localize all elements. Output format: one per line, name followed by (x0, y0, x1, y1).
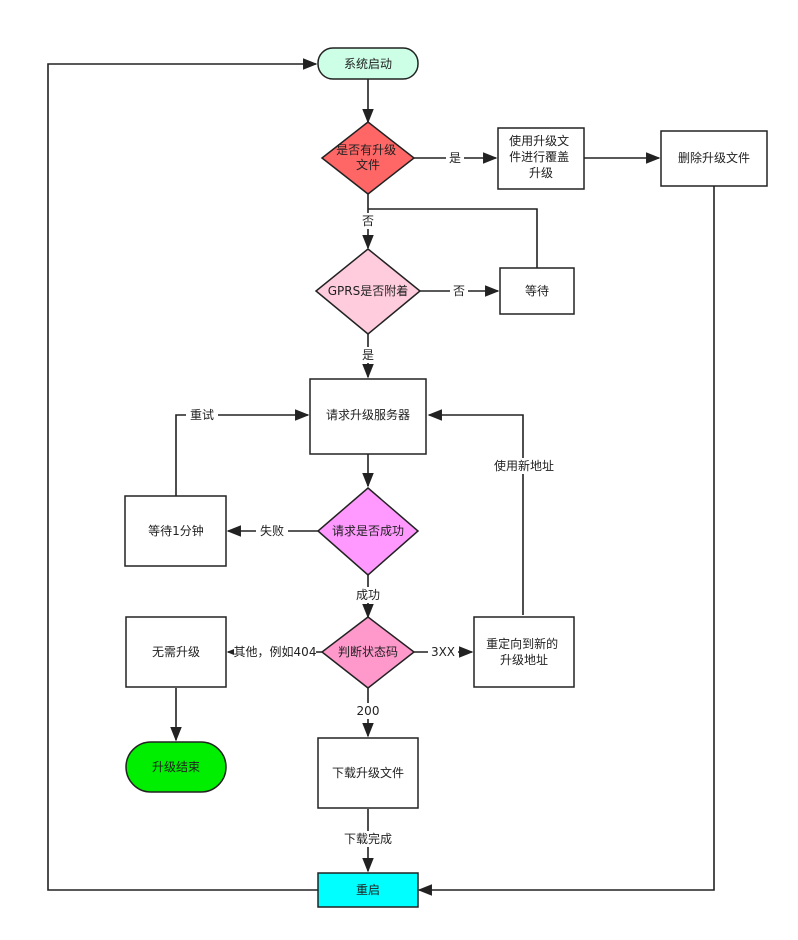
edge-wait-loop (368, 208, 538, 268)
wait-label: 等待 (525, 284, 549, 298)
edge-delete-to-reboot (417, 186, 715, 896)
status-code-label: 判断状态码 (338, 644, 398, 659)
label-200: 200 (357, 704, 380, 718)
redirect-label: 重定向到新的 升级地址 (486, 636, 562, 667)
label-use-new-address: 使用新地址 (494, 458, 554, 473)
no-upgrade-process (125, 616, 227, 688)
redirect-process (473, 616, 575, 688)
edge-retry-loop (175, 409, 310, 496)
label-yes-upgrade: 是 (449, 151, 461, 165)
label-retry: 重试 (190, 407, 214, 422)
nodes: 系统启动 是否有升级 文件 使用升级文 件进行覆盖 升级 删除升级文件 GPRS… (124, 47, 768, 908)
request-ok-decision (316, 487, 420, 576)
edge-new-address-loop (427, 409, 524, 615)
wait-process (499, 267, 575, 315)
delete-file-label: 删除升级文件 (678, 150, 750, 165)
upgrade-end-node (125, 741, 227, 793)
label-no-upgrade: 否 (362, 214, 374, 228)
label-other-404: 其他，例如404 (234, 644, 317, 659)
label-gprs-no: 否 (453, 284, 465, 298)
wait-1min-label: 等待1分钟 (148, 523, 204, 538)
has-upgrade-label: 是否有升级 文件 (336, 143, 400, 172)
status-code-decision (320, 616, 416, 689)
overwrite-process (497, 127, 585, 190)
label-download-done: 下载完成 (344, 831, 392, 846)
start-node (317, 47, 419, 80)
reboot-label: 重启 (356, 883, 380, 897)
edge-reboot-loop (47, 58, 318, 891)
start-node-label: 系统启动 (344, 57, 392, 71)
label-3xx: 3XX (431, 645, 455, 659)
label-gprs-yes: 是 (362, 348, 374, 362)
edge-labels: 是 否 否 是 重试 失败 使用新地址 成功 其他，例如404 3XX 200 … (186, 150, 558, 847)
upgrade-end-label: 升级结束 (152, 760, 200, 774)
download-label: 下载升级文件 (332, 765, 404, 780)
gprs-label: GPRS是否附着 (328, 283, 409, 298)
download-process (317, 737, 419, 809)
reboot-node (317, 872, 419, 908)
has-upgrade-decision (320, 121, 416, 195)
request-server-label: 请求升级服务器 (326, 407, 410, 422)
wait-1min-process (124, 495, 227, 567)
label-success: 成功 (356, 588, 380, 602)
overwrite-label: 使用升级文 件进行覆盖 升级 (509, 133, 573, 180)
gprs-decision (314, 248, 422, 335)
request-ok-label: 请求是否成功 (332, 524, 404, 538)
request-server-process (309, 378, 427, 455)
label-fail: 失败 (260, 523, 284, 538)
delete-file-process (660, 130, 768, 187)
no-upgrade-label: 无需升级 (152, 645, 200, 659)
